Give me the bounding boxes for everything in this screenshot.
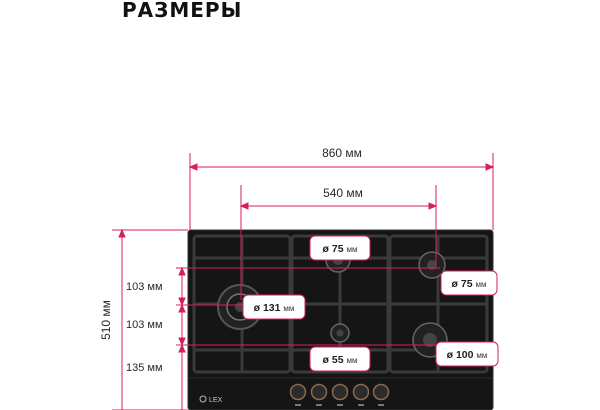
callout-text: ø 131 мм	[254, 302, 295, 314]
arrowhead	[178, 297, 186, 307]
width-total-label: 860 мм	[322, 146, 362, 160]
row-1-label: 103 мм	[126, 281, 163, 293]
knob	[352, 383, 370, 401]
arrowhead	[428, 202, 438, 210]
brand-logo: LEX	[199, 395, 223, 404]
diameter-value: ø 131	[254, 302, 284, 314]
callout-text: ø 75 мм	[323, 243, 358, 255]
knob-marking	[295, 404, 301, 406]
knob-marking	[337, 404, 343, 406]
diameter-value: ø 100	[447, 349, 477, 361]
knob-marking	[316, 404, 322, 406]
svg-text:LEX: LEX	[209, 397, 223, 404]
callout-text: ø 100 мм	[447, 349, 488, 361]
diameter-value: ø 75	[452, 278, 476, 290]
page-title: РАЗМЕРЫ	[122, 0, 243, 22]
height-dimension-lines	[112, 228, 440, 410]
callout-box	[242, 294, 306, 320]
width-inner-label: 540 мм	[323, 186, 363, 200]
control-knobs	[289, 383, 390, 406]
diameter-unit: мм	[283, 304, 294, 313]
callout-bottom-center: ø 55 мм	[309, 346, 371, 372]
diameter-unit: мм	[346, 245, 357, 254]
callout-text: ø 75 мм	[452, 278, 487, 290]
diameter-value: ø 55	[323, 354, 347, 366]
callout-large: ø 131 мм	[242, 294, 306, 320]
width-dimension-lines	[188, 153, 495, 300]
callout-top-right: ø 75 мм	[440, 270, 498, 296]
knob	[331, 383, 349, 401]
callout-box	[309, 346, 371, 372]
diameter-unit: мм	[346, 356, 357, 365]
callout-box	[435, 341, 499, 367]
height-total-label: 510 мм	[99, 300, 113, 340]
burner-bottom-center	[330, 323, 350, 343]
arrowhead	[118, 228, 126, 238]
arrowhead	[178, 343, 186, 353]
callout-box	[440, 270, 498, 296]
callout-text: ø 55 мм	[323, 354, 358, 366]
knob	[310, 383, 328, 401]
callout-bottom-right: ø 100 мм	[435, 341, 499, 367]
callout-top-center: ø 75 мм	[309, 235, 371, 261]
arrowhead	[178, 303, 186, 313]
diameter-unit: мм	[476, 351, 487, 360]
diameter-unit: мм	[475, 280, 486, 289]
arrowhead	[178, 337, 186, 347]
knob	[372, 383, 390, 401]
arrowhead	[485, 163, 495, 171]
arrowhead	[188, 163, 198, 171]
knob	[289, 383, 307, 401]
callout-box	[309, 235, 371, 261]
diameter-value: ø 75	[323, 243, 347, 255]
row-3-label: 135 мм	[126, 362, 163, 374]
burner-top-right	[418, 251, 446, 279]
knob-marking	[378, 404, 384, 406]
knob-marking	[358, 404, 364, 406]
row-2-label: 103 мм	[126, 319, 163, 331]
arrowhead	[178, 266, 186, 276]
arrowhead	[239, 202, 249, 210]
